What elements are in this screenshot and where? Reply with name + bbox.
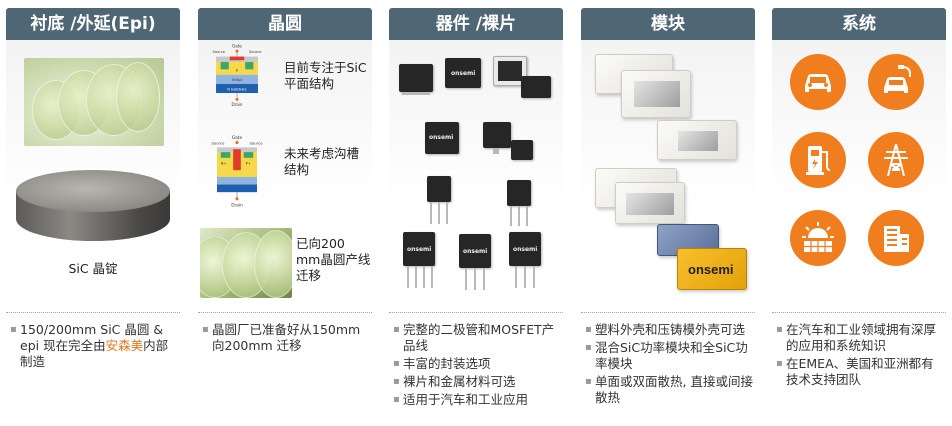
column-title: 系统 <box>772 8 946 40</box>
image-panel: onsemi <box>581 40 755 308</box>
list-item: 单面或双面散热, 直接或间接散热 <box>581 374 755 406</box>
column-title: 模块 <box>581 8 755 40</box>
bullet-list: 在汽车和工业领域拥有深厚的应用和系统知识 在EMEA、美国和亚洲都有技术支持团队 <box>772 322 946 390</box>
list-item: 在汽车和工业领域拥有深厚的应用和系统知识 <box>772 322 946 354</box>
list-item: 晶圆厂已准备好从150mm向200mm 迁移 <box>198 322 372 354</box>
divider <box>6 312 180 313</box>
sic-ingot-image <box>16 170 170 262</box>
bullet-list: 塑料外壳和压铸模外壳可选 混合SiC功率模块和全SiC功率模块 单面或双面散热,… <box>581 322 755 408</box>
building-icon <box>868 210 924 266</box>
column-title: 器件 /裸片 <box>389 8 563 40</box>
divider <box>772 312 946 313</box>
package-small <box>511 140 533 160</box>
package-to220 <box>427 176 451 224</box>
bullet-list: 晶圆厂已准备好从150mm向200mm 迁移 <box>198 322 372 356</box>
image-panel <box>772 40 946 308</box>
list-item: 在EMEA、美国和亚洲都有技术支持团队 <box>772 356 946 388</box>
package-to247-4l: onsemi <box>403 232 435 288</box>
column-systems: 系统 在汽车和工业领域拥有深厚的应用和系统知识 在EMEA、美国和亚洲都有技术支… <box>772 0 946 426</box>
list-item: 裸片和金属材料可选 <box>389 374 563 390</box>
list-item: 完整的二极管和MOSFET产品线 <box>389 322 563 354</box>
ingot-caption: SiC 晶锭 <box>68 261 118 276</box>
package-to247-3l: onsemi <box>459 234 491 290</box>
ev-car-charging-icon <box>868 54 924 110</box>
svg-text:N Substrate: N Substrate <box>227 87 246 91</box>
image-panel: onsemi onsemi onsemi <box>389 40 563 308</box>
svg-text:N+: N+ <box>221 162 227 166</box>
package-to247 <box>507 180 531 226</box>
svg-text:P: P <box>236 69 239 73</box>
ev-charger-icon <box>790 132 846 188</box>
list-item: 塑料外壳和压铸模外壳可选 <box>581 322 755 338</box>
package-top-cool: onsemi <box>425 122 459 154</box>
svg-text:Gate: Gate <box>232 135 243 141</box>
svg-text:Source: Source <box>213 50 226 54</box>
svg-text:P+: P+ <box>246 162 251 166</box>
onsemi-logo: onsemi <box>688 262 734 277</box>
trench-mosfet-diagram: Gate Source Source N+ P+ Drain <box>211 135 264 209</box>
svg-text:Drain: Drain <box>231 102 242 107</box>
bullet-list: 完整的二极管和MOSFET产品线 丰富的封装选项 裸片和金属材料可选 适用于汽车… <box>389 322 563 410</box>
column-wafer: 晶圆 Gate Source Source P N Epi N Substrat… <box>198 0 372 426</box>
package-toll: onsemi <box>445 58 481 88</box>
package-d2pak <box>399 64 433 95</box>
trench-text: 未来考虑沟槽结构 <box>284 146 360 177</box>
column-substrate: 衬底 /外延(Epi) SiC 晶锭 150/200mm SiC 晶圆 & ep… <box>6 0 180 426</box>
module-plastic-5 <box>615 182 685 224</box>
divider <box>198 312 372 313</box>
list-item: 混合SiC功率模块和全SiC功率模块 <box>581 340 755 372</box>
wafer-stack-image <box>24 58 164 146</box>
planar-text: 目前专注于SiC平面结构 <box>284 60 367 91</box>
svg-text:Source: Source <box>250 140 264 145</box>
column-title: 衬底 /外延(Epi) <box>6 8 180 40</box>
package-to247-plus: onsemi <box>509 232 541 288</box>
module-plastic-3 <box>657 120 737 160</box>
wafer-photo <box>200 228 292 298</box>
package-dpak <box>483 122 511 154</box>
package-dfn <box>521 76 551 98</box>
list-item: 150/200mm SiC 晶圆 & epi 现在完全由安森美内部制造 <box>6 322 180 370</box>
onsemi-highlight: 安森美 <box>105 338 144 353</box>
svg-text:N Epi: N Epi <box>232 78 241 82</box>
migration-text: 已向200 mm晶圆产线迁移 <box>296 236 371 283</box>
module-plastic-2 <box>621 70 691 118</box>
svg-text:Gate: Gate <box>232 43 242 48</box>
column-devices: 器件 /裸片 onsemi onsemi <box>389 0 563 426</box>
svg-text:Source: Source <box>249 50 262 54</box>
module-onsemi: onsemi <box>677 248 747 290</box>
image-panel: SiC 晶锭 <box>6 40 180 308</box>
divider <box>389 312 563 313</box>
list-item: 丰富的封装选项 <box>389 356 563 372</box>
svg-text:Drain: Drain <box>231 202 243 208</box>
divider <box>581 312 755 313</box>
list-item: 适用于汽车和工业应用 <box>389 392 563 408</box>
column-title: 晶圆 <box>198 8 372 40</box>
power-tower-icon <box>868 132 924 188</box>
solar-sunrise-icon <box>790 210 846 266</box>
planar-mosfet-diagram: Gate Source Source P N Epi N Substrate D… <box>213 43 263 107</box>
car-icon <box>790 54 846 110</box>
image-panel: Gate Source Source P N Epi N Substrate D… <box>198 40 372 308</box>
column-modules: 模块 onsemi 塑料外壳和压铸模外壳可选 混合SiC功率模块和全SiC功率模… <box>581 0 755 426</box>
bullet-list: 150/200mm SiC 晶圆 & epi 现在完全由安森美内部制造 <box>6 322 180 372</box>
svg-text:Source: Source <box>211 140 225 145</box>
